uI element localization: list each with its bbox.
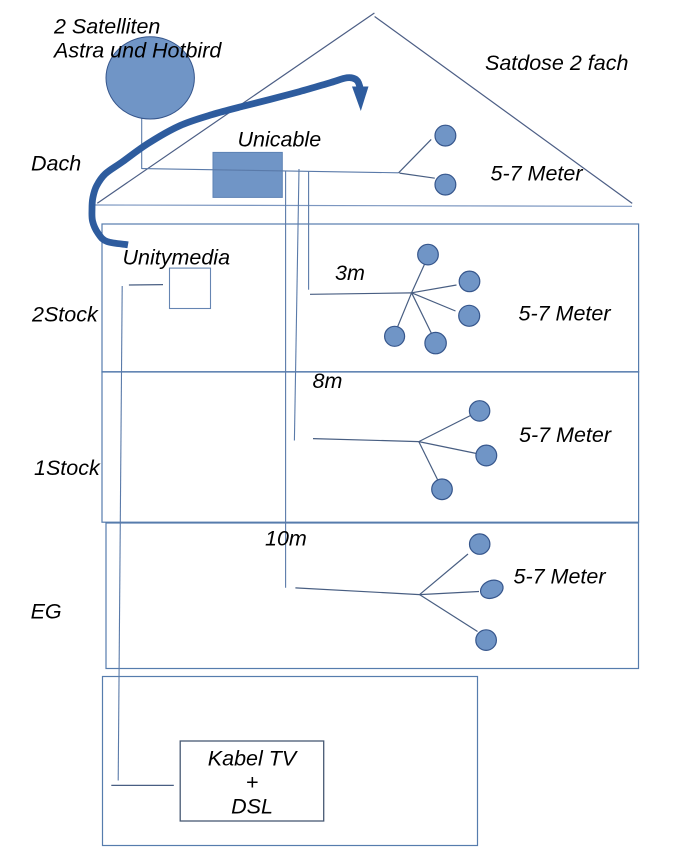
svg-text:3m: 3m	[335, 261, 365, 285]
svg-text:10m: 10m	[265, 527, 307, 551]
svg-text:Satdose 2 fach: Satdose 2 fach	[485, 51, 628, 75]
svg-text:+: +	[246, 771, 259, 795]
svg-text:Unitymedia: Unitymedia	[123, 246, 231, 270]
svg-text:8m: 8m	[313, 369, 343, 393]
svg-text:Kabel TV: Kabel TV	[208, 747, 299, 771]
svg-text:2Stock: 2Stock	[31, 303, 99, 327]
svg-text:5-7 Meter: 5-7 Meter	[491, 161, 584, 185]
svg-text:5-7 Meter: 5-7 Meter	[519, 302, 612, 326]
svg-text:1Stock: 1Stock	[34, 456, 101, 480]
svg-text:2 Satelliten: 2 Satelliten	[53, 15, 160, 39]
svg-text:Dach: Dach	[31, 152, 81, 176]
svg-text:EG: EG	[31, 600, 62, 624]
svg-text:5-7 Meter: 5-7 Meter	[514, 565, 607, 589]
svg-text:Unicable: Unicable	[238, 128, 322, 152]
svg-text:Astra und Hotbird: Astra und Hotbird	[52, 39, 222, 63]
svg-text:5-7 Meter: 5-7 Meter	[519, 423, 612, 447]
svg-text:DSL: DSL	[231, 795, 273, 819]
